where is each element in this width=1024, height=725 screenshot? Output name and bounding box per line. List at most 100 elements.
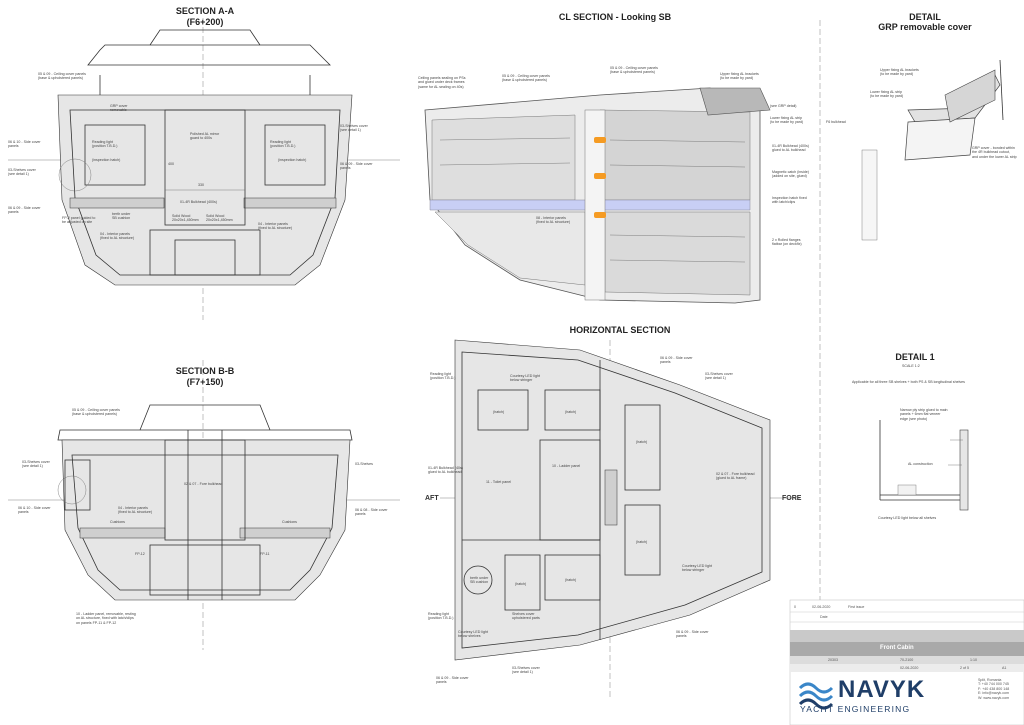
label-fore: FORE	[782, 495, 802, 502]
h-hatch-e: (hatch)	[515, 582, 527, 586]
cl-section-title: CL SECTION - Looking SB	[558, 12, 672, 22]
h-toilet: 11 - Toilet panel	[486, 480, 512, 484]
aa-reading-right: Reading light (position T.B.D.)	[270, 140, 296, 149]
tb-date: 02-06-2020	[812, 605, 831, 609]
grp-lower: Lower fixing AL strip (to be made by yar…	[870, 90, 904, 99]
aa-ceiling-note: 05 & 09 - Ceiling cover panels (base & u…	[38, 72, 86, 81]
tb-drawing-title: Front Cabin	[880, 645, 914, 651]
h-courtesy-top: Courtesy LED light below stringer	[510, 374, 540, 383]
cl-section-drawing	[424, 87, 771, 304]
horizontal-section-drawing	[454, 339, 771, 661]
h-ladder: 10 - Ladder panel	[552, 464, 581, 468]
cl-ladder: 08 - Interior panels (fixed to AL struct…	[536, 216, 571, 225]
bb-ladder: 10 - Ladder panel, removable, resting on…	[76, 612, 136, 625]
aa-door-left: Solid Wood 20x20x1,450mm	[172, 214, 199, 223]
aa-bulkhead-note: 01-4R Bulkhead (400s)	[180, 200, 217, 204]
detail1-note: Applicable for all three SB shelves + bo…	[852, 380, 965, 384]
h-side-bottom-right: 06 & 09 - Side cover panels	[676, 630, 709, 639]
tb-date-header: Date	[820, 615, 828, 619]
cl-inspection: Inspection hatch fixed with latch/clips	[772, 196, 807, 205]
grp-upper: Upper fixing AL brackets (to be made by …	[880, 68, 919, 77]
cl-lower-fix: Lower fixing AL strip (to be made by yar…	[770, 116, 804, 125]
bb-fp12: FP-12	[135, 552, 145, 556]
detail-grp-subtitle: GRP removable cover	[878, 22, 972, 32]
cl-fixings: 2 x Rolled flanges flatbar (on deckfix)	[772, 238, 802, 247]
aa-reading-left: Reading light (position T.B.D.)	[92, 140, 118, 149]
tb-project: 20303	[828, 658, 838, 662]
company-subtitle: YACHT ENGINEERING	[800, 704, 911, 714]
aa-fp-note: FP-2 panel guided to be adjusted on site	[62, 216, 96, 225]
bb-shelves-right: 03-Shelves	[355, 462, 373, 466]
section-aa-drawing	[57, 29, 353, 286]
aa-shelves-right: 03-Shelves cover (see detail 1)	[340, 124, 368, 133]
h-courtesy-right: Courtesy LED light below stringer	[682, 564, 712, 573]
aa-door-right: Solid Wood 20x20x1,450mm	[206, 214, 233, 223]
cl-upper-fix: Upper fixing AL brackets (to be made by …	[720, 72, 759, 81]
company-logo: NAVYK	[838, 676, 926, 703]
h-hatch-a: (hatch)	[493, 410, 505, 414]
aa-inspection-right: (inspection hatch)	[278, 158, 307, 162]
h-side-top: 06 & 09 - Side cover panels	[660, 356, 693, 365]
bb-cushions-left: Cushions	[110, 520, 125, 524]
bb-fp11: FP-11	[260, 552, 270, 556]
d1-ms-note: Narrow ply strip glued to main panels + …	[900, 408, 948, 421]
title-block-lines	[789, 599, 1024, 725]
tb-rev: 0	[794, 605, 796, 609]
h-reading-bottom: Reading light (position T.B.D.)	[428, 612, 454, 621]
detail-grp-title: DETAIL	[909, 12, 941, 22]
aa-grp-note: GRP cover removable	[110, 104, 128, 113]
h-shelves-bottom: Shelves cover upholstered parts	[512, 612, 540, 621]
h-fore-bulkhead: 02 & 07 - Fore bulkhead (glued to AL fra…	[716, 472, 755, 481]
d1-courtesy-note: Courtesy LED light below all shelves	[878, 516, 937, 520]
bb-shelves-left: 03-Shelves cover (see detail 1)	[22, 460, 50, 469]
aa-berth-note: berth under SB cushion	[112, 212, 131, 221]
section-bb-drawing	[57, 404, 353, 601]
aa-inspection-left: (inspection hatch)	[92, 158, 121, 162]
h-side-bottom-left: 06 & 09 - Side cover panels	[436, 676, 469, 685]
cl-ceiling-c: 05 & 09 - Ceiling cover panels (base & u…	[610, 66, 658, 75]
tb-number: 70-2100	[900, 658, 914, 662]
bb-interior: 04 - Interior panels (fixed to AL struct…	[118, 506, 153, 515]
d1-al-note: AL construction	[908, 462, 933, 466]
h-hatch-b: (hatch)	[565, 410, 577, 414]
aa-dim-2: 400	[168, 162, 174, 166]
aa-polished-note: Polished AL mirror guard to 400s	[190, 132, 220, 141]
aa-side-cover-left: 06 & 10 - Side cover panels	[8, 140, 41, 149]
h-hatch-c: (hatch)	[636, 440, 648, 444]
cl-ceiling-b: 05 & 09 - Ceiling cover panels (base & u…	[502, 74, 550, 83]
aa-shelves-cover-left: 03-Shelves cover (see detail 1)	[8, 168, 36, 177]
aa-dim-1: 330	[198, 183, 204, 187]
aa-interior-right: 04 - Interior panels (fixed to AL struct…	[258, 222, 293, 231]
label-aft: AFT	[425, 495, 439, 502]
bb-side-right: 06 & 08 - Side cover panels	[355, 508, 388, 517]
h-shelves-top: 03-Shelves cover (see detail 1)	[705, 372, 733, 381]
tb-desc: First issue	[848, 605, 865, 609]
section-aa-title: SECTION A-A	[175, 6, 235, 16]
tb-format: A1	[1002, 666, 1007, 670]
bb-ceiling: 05 & 09 - Ceiling cover panels (base & u…	[72, 408, 120, 417]
h-bulkhead: 01-4R Bulkhead (40s) glued to AL bulkhea…	[428, 466, 463, 475]
cl-grp-detail: (see GRP detail)	[770, 104, 797, 108]
h-berth: berth under SB cushion	[470, 576, 489, 585]
bb-cushions-right: Cushions	[282, 520, 297, 524]
h-hatch-d: (hatch)	[636, 540, 648, 544]
tb-sheet: 2 of 5	[960, 666, 969, 670]
aa-interior-left: 04 - Interior panels (fixed to AL struct…	[100, 232, 135, 241]
cl-bulkhead: 01-4R Bulkhead (400s) glued to AL bulkhe…	[772, 144, 809, 153]
detail-grp-drawing	[861, 59, 1004, 241]
detail1-title: DETAIL 1	[895, 352, 935, 362]
section-bb-title: SECTION B-B	[175, 366, 235, 376]
cl-ceiling-a: Ceiling panels sealing on PSs and glued …	[418, 76, 466, 89]
cl-magnetic: Magnetic catch (inside) (added on site, …	[772, 170, 809, 179]
h-hatch-f: (hatch)	[565, 578, 577, 582]
tb-issue-date: 02-06-2020	[900, 666, 919, 670]
horizontal-section-title: HORIZONTAL SECTION	[569, 325, 671, 335]
grp-cover: GRP cover - bonded within the 4R bulkhea…	[972, 146, 1017, 159]
section-bb-subtitle: (F7+150)	[186, 377, 224, 387]
bb-fore: 02 & 07 - Fore bulkhead	[184, 482, 223, 486]
section-aa-subtitle: (F6+200)	[186, 17, 224, 27]
h-reading-top: Reading light (position T.B.D.)	[430, 372, 456, 381]
tb-scale: 1:10	[970, 658, 977, 662]
